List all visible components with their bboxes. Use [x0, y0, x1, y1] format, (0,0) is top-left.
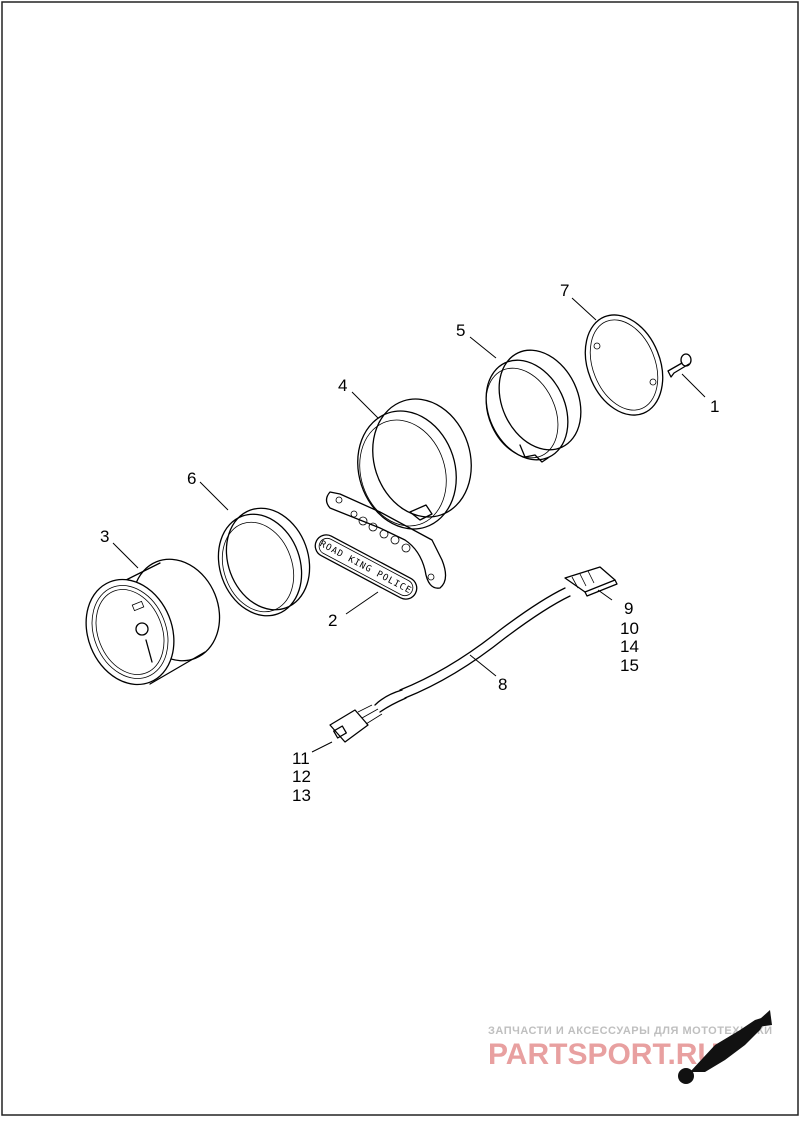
motorcycle-rider-icon	[678, 1010, 772, 1084]
part-6-seal	[217, 507, 311, 617]
callout-8: 8	[498, 675, 507, 694]
part-5-ring	[485, 349, 582, 463]
callouts: 7 1 5 4 6 3 2 8 9 10 14 15 11 12 13	[100, 281, 719, 805]
callout-1: 1	[710, 397, 719, 416]
part-1-screw	[667, 353, 692, 378]
callout-5: 5	[456, 321, 465, 340]
callout-10: 10	[620, 619, 639, 638]
watermark-tagline: ЗАПЧАСТИ И АКСЕССУАРЫ ДЛЯ МОТОТЕХНИКИ	[488, 1025, 773, 1037]
callout-2: 2	[328, 611, 337, 630]
callout-3: 3	[100, 527, 109, 546]
callout-9: 9	[624, 599, 633, 618]
callout-13: 13	[292, 786, 311, 805]
watermark: ЗАПЧАСТИ И АКСЕССУАРЫ ДЛЯ МОТОТЕХНИКИ PA…	[488, 1010, 773, 1084]
callout-6: 6	[187, 469, 196, 488]
callout-12: 12	[292, 767, 311, 786]
nameplate-text: ROAD KING POLICE	[318, 539, 413, 596]
part-2-nameplate: ROAD KING POLICE	[314, 534, 418, 600]
callout-4: 4	[338, 376, 347, 395]
part-8-harness	[329, 566, 618, 743]
callout-14: 14	[620, 637, 639, 656]
watermark-brand: PARTSPORT.RU	[488, 1038, 719, 1071]
part-3-gauge	[85, 558, 221, 686]
leader-lines	[112, 297, 706, 753]
callout-15: 15	[620, 656, 639, 675]
part-4-housing	[325, 398, 472, 589]
part-7-lens	[584, 314, 664, 416]
callout-11: 11	[292, 749, 310, 768]
callout-7: 7	[560, 281, 569, 300]
